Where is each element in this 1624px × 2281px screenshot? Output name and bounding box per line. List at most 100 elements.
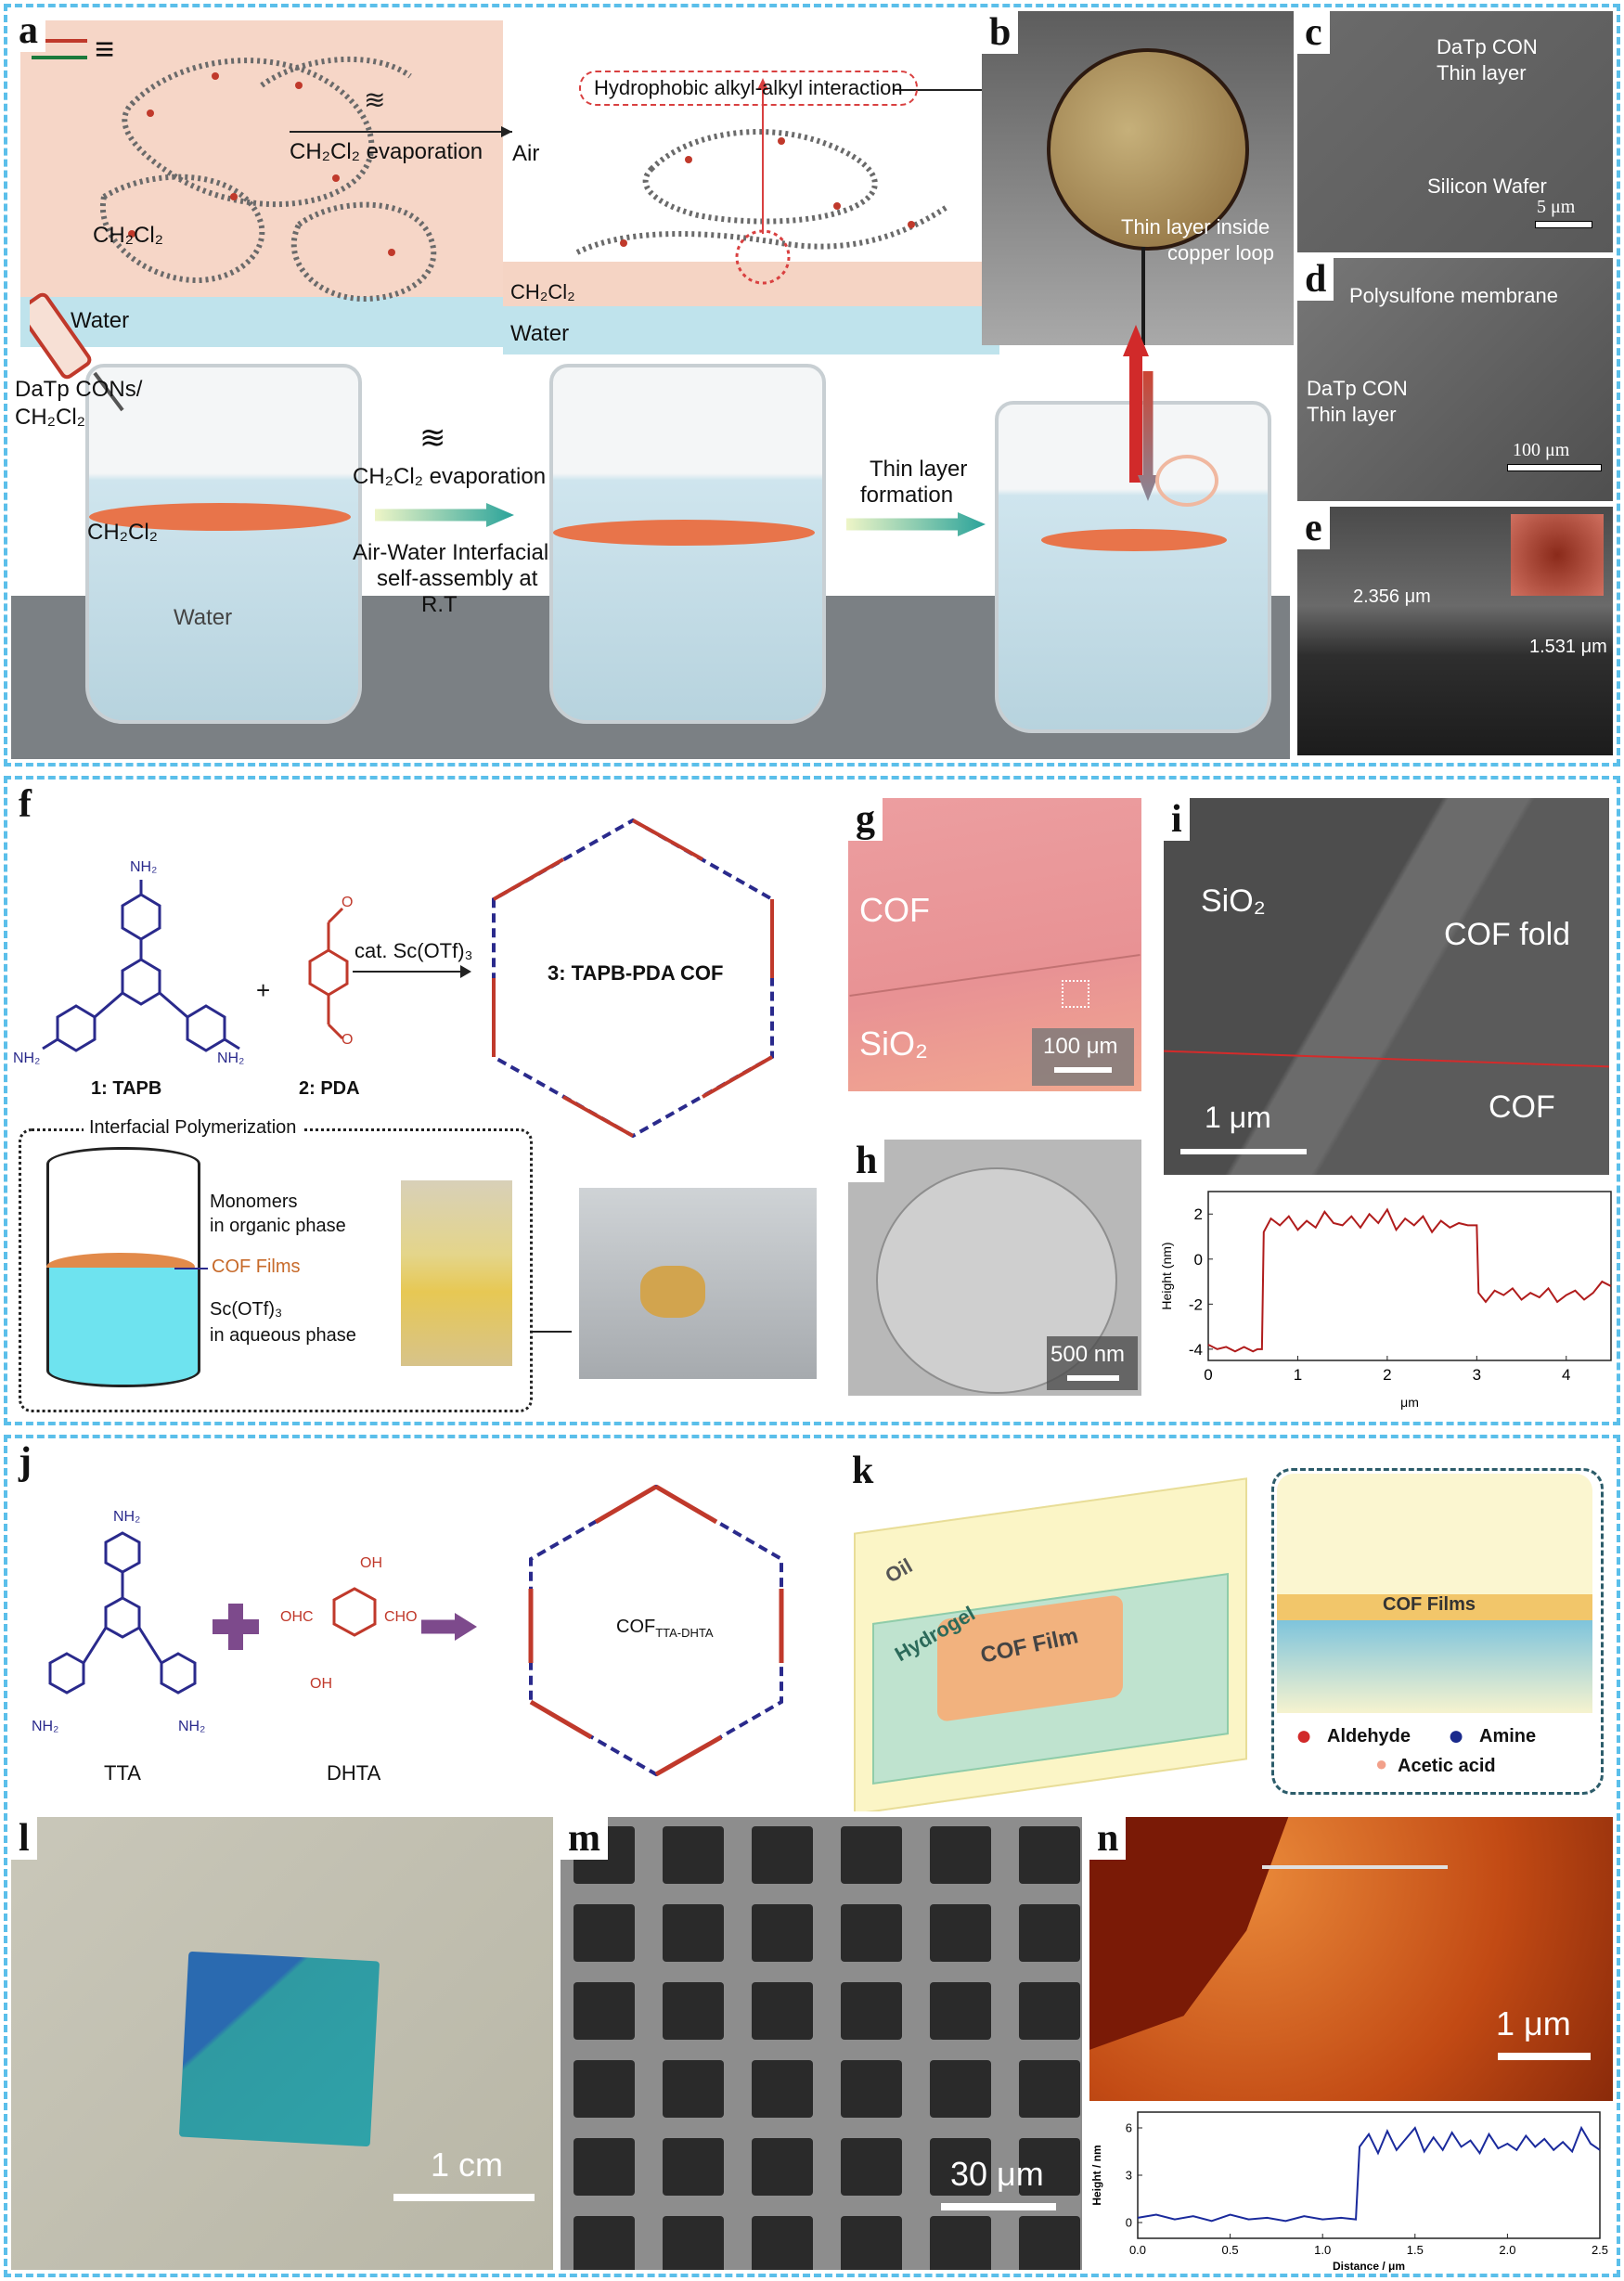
grid-square	[663, 2216, 724, 2270]
c-scale-text: 5 μm	[1537, 197, 1576, 217]
x-tick-label: 4	[1562, 1366, 1570, 1384]
g-boundary	[849, 954, 1141, 997]
grid-square	[663, 1904, 724, 1962]
grid-square	[752, 2060, 813, 2118]
series-line	[1137, 2125, 1601, 2223]
evap-glyph: ≋	[419, 420, 446, 456]
panel-c: DaTp CON Thin layer Silicon Wafer 5 μm c	[1297, 11, 1613, 252]
x-tick-label: 1.0	[1314, 2243, 1331, 2257]
f-aq-2: in aqueous phase	[210, 1325, 356, 1346]
f-films-arrow	[174, 1268, 208, 1269]
panel-h: 500 nm h	[848, 1140, 1141, 1396]
grid-square	[663, 1826, 724, 1884]
grid-square	[663, 2138, 724, 2196]
f-organic-1: Monomers	[210, 1192, 298, 1212]
d-text-2: DaTp CON	[1307, 377, 1408, 400]
grid-square	[930, 2138, 991, 2196]
panel-l: 1 cm l	[11, 1817, 553, 2270]
grid-square	[841, 2216, 902, 2270]
g-scalebar	[1054, 1067, 1112, 1073]
d-scalebar	[1507, 464, 1602, 471]
j-arrow	[421, 1613, 477, 1641]
frame-middle	[4, 776, 1620, 1425]
grid-square	[1019, 2060, 1080, 2118]
j-cof-main: COF	[616, 1617, 656, 1637]
panel-label-c: c	[1297, 11, 1330, 54]
f-nh2-top: NH₂	[130, 859, 158, 875]
grid-square	[752, 2216, 813, 2270]
grid-square	[1019, 1904, 1080, 1962]
j-nh2-left: NH₂	[32, 1719, 59, 1734]
beaker-ch2cl2-text: CH₂Cl₂	[87, 520, 158, 545]
k-aldehyde-icon: ●	[1295, 1720, 1313, 1751]
water-mid-text: Water	[510, 321, 570, 346]
arrow2-text-b: formation	[860, 483, 954, 508]
cons-text-1: DaTp CONs/	[15, 377, 143, 402]
n-scale-text: 1 μm	[1496, 2004, 1571, 2043]
beaker-3-layer	[1041, 529, 1227, 551]
evap-top-text: CH₂Cl₂ evaporation	[290, 139, 483, 164]
k-amine-text: Amine	[1479, 1726, 1537, 1746]
beaker-2-layer	[553, 520, 815, 546]
h-scale-bg	[1047, 1336, 1138, 1390]
i-sio2-text: SiO₂	[1201, 883, 1266, 919]
f-nh2-left: NH₂	[13, 1050, 41, 1066]
pda-molecule	[308, 907, 349, 1040]
f-films-label: COF Films	[212, 1256, 301, 1277]
grid-square	[930, 1826, 991, 1884]
x-tick-label: 0	[1204, 1366, 1212, 1384]
syringe-icon	[30, 292, 124, 412]
f-monomer-1: 1: TAPB	[91, 1078, 162, 1099]
j-nh2-top: NH₂	[113, 1509, 141, 1525]
cylinder-organic	[46, 1147, 200, 1270]
copper-loop-film	[1047, 48, 1249, 251]
chart-background	[1158, 1179, 1617, 1411]
f-plus: +	[256, 976, 271, 1004]
panel-j: NH₂ NH₂ NH₂ TTA OH OH OHC CHO DHTA COFTT…	[11, 1440, 828, 1811]
j-nh2-right: NH₂	[178, 1719, 206, 1734]
f-interfacial-title: Interfacial Polymerization	[84, 1117, 303, 1139]
frame-bottom	[4, 1435, 1620, 2277]
x-tick-label: 2.0	[1499, 2243, 1515, 2257]
dhta-molecule	[332, 1587, 377, 1637]
j-dhta-label: DHTA	[327, 1761, 381, 1785]
grid-square	[930, 2216, 991, 2270]
k-acetic-icon: ●	[1375, 1752, 1388, 1775]
legend-glyph: ≡	[95, 30, 115, 68]
grid-square	[752, 1826, 813, 1884]
grid-square	[574, 2138, 635, 2196]
y-axis-label: Height (nm)	[1159, 1242, 1174, 1309]
arrow1-text-3: self-assembly at	[377, 566, 538, 591]
grid-square	[841, 2138, 902, 2196]
l-scale-text: 1 cm	[431, 2146, 504, 2184]
panel-n: 1 μm n	[1089, 1817, 1613, 2101]
panel-f: NH₂ NH₂ NH₂ + O O cat. Sc(OTf)₃ 1: TAPB …	[11, 783, 828, 1420]
air-text: Air	[512, 141, 540, 166]
x-tick-label: 2	[1383, 1366, 1391, 1384]
j-tta-label: TTA	[104, 1761, 141, 1785]
water-band-mid-lower	[503, 306, 999, 354]
c-text-3: Silicon Wafer	[1427, 174, 1547, 198]
j-cho-right: CHO	[384, 1609, 418, 1625]
lower-arrow-icon	[1138, 371, 1158, 501]
e-measure-1: 2.356 μm	[1353, 586, 1431, 607]
x-tick-label: 0.0	[1129, 2243, 1146, 2257]
grid-square	[574, 1904, 635, 1962]
d-text-3: Thin layer	[1307, 403, 1397, 426]
f-organic-2: in organic phase	[210, 1216, 346, 1236]
x-tick-label: 2.5	[1592, 2243, 1608, 2257]
grid-square	[1019, 2216, 1080, 2270]
grid-square	[663, 2060, 724, 2118]
cof-tta-dhta-ring	[528, 1484, 784, 1777]
x-tick-label: 1	[1294, 1366, 1302, 1384]
grid-square	[841, 1904, 902, 1962]
hydrophobic-label: Hydrophobic alkyl-alkyl interaction	[579, 71, 918, 106]
f-aq-1: Sc(OTf)₃	[210, 1299, 283, 1320]
frame-top	[4, 4, 1620, 767]
panel-i: SiO₂ COF fold COF 1 μm i	[1164, 798, 1609, 1175]
j-cof-sub: TTA-DHTA	[655, 1626, 714, 1640]
grid-square	[930, 2060, 991, 2118]
grid-square	[1019, 1982, 1080, 2040]
b-text-2: copper loop	[1167, 241, 1274, 264]
